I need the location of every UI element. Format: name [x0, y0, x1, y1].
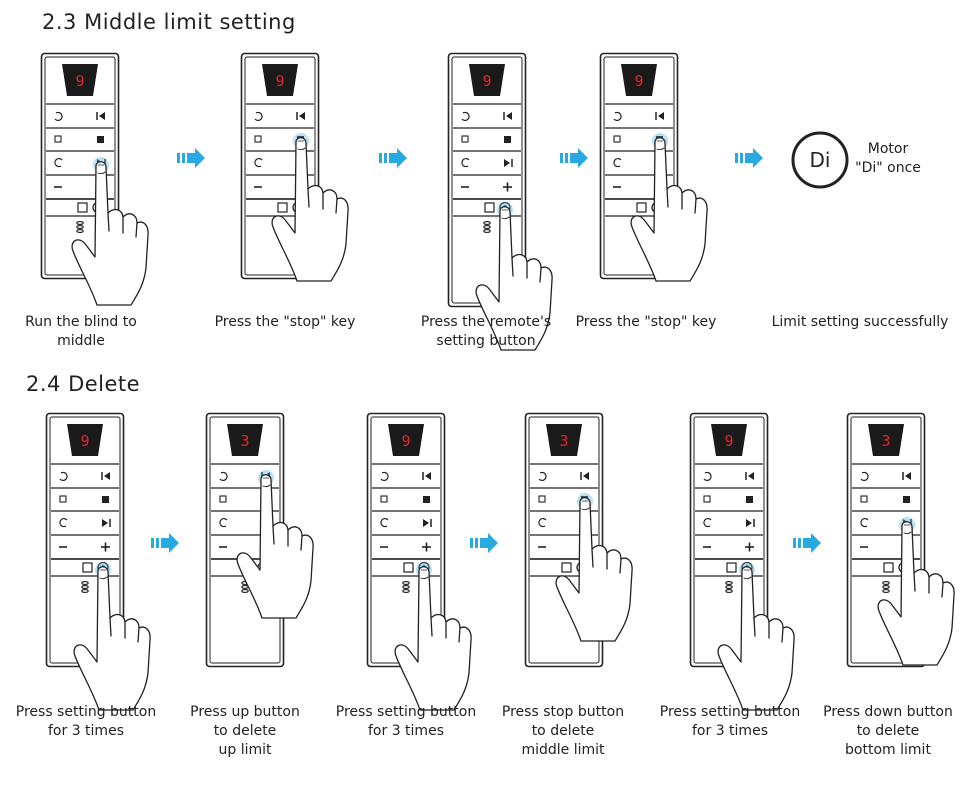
caption-line: Press the "stop" key — [214, 314, 356, 330]
caption-line: middle limit — [521, 742, 605, 758]
caption-line: Press setting button — [335, 704, 477, 720]
remote-control-icon: 9 — [599, 52, 708, 282]
caption-line: for 3 times — [692, 723, 768, 739]
remote-middle-step-2: 9 — [240, 52, 390, 314]
step-caption: Press up button to delete up limit — [170, 703, 320, 760]
display-digit: 9 — [724, 432, 733, 450]
remote-middle-step-4: 9 — [599, 52, 749, 314]
caption-line: Run the blind to — [25, 314, 137, 330]
remote-control-icon: 3 — [846, 412, 955, 668]
remote-control-icon: 9 — [447, 52, 553, 351]
pointing-hand-icon — [717, 562, 795, 711]
double-chevron-arrow-icon — [151, 533, 179, 553]
step-caption: Run the blind to middle — [0, 313, 162, 351]
remote-control-icon: 3 — [524, 412, 633, 668]
remote-control-icon: 9 — [45, 412, 151, 711]
motor-side-line: Motor — [867, 141, 909, 157]
step-arrow-icon — [560, 146, 590, 174]
display-digit: 9 — [401, 432, 410, 450]
pointing-hand-icon — [394, 562, 472, 711]
double-chevron-arrow-icon — [560, 148, 588, 168]
caption-line: middle — [57, 333, 105, 349]
remote-middle-step-1: 9 — [40, 52, 190, 314]
step-arrow-icon — [151, 531, 181, 559]
step-arrow-icon — [735, 146, 765, 174]
caption-line: for 3 times — [48, 723, 124, 739]
step-caption: Press the "stop" key — [566, 313, 726, 332]
step-caption: Press setting button for 3 times — [4, 703, 168, 741]
remote-control-icon: 3 — [205, 412, 314, 668]
pointing-hand-icon — [71, 157, 149, 306]
pointing-hand-icon — [877, 517, 955, 666]
display-digit: 9 — [482, 72, 491, 90]
pointing-hand-icon — [475, 202, 553, 351]
double-chevron-arrow-icon — [379, 148, 407, 168]
double-chevron-arrow-icon — [793, 533, 821, 553]
remote-delete-step-3: 9 — [366, 412, 516, 711]
section-title-delete: 2.4 Delete — [26, 372, 141, 396]
motor-beep-icon: Di — [791, 131, 849, 189]
step-caption: Press stop button to delete middle limit — [488, 703, 638, 760]
caption-line: to delete — [531, 723, 595, 739]
caption-line: Press setting button — [659, 704, 801, 720]
caption-line: Press up button — [190, 704, 300, 720]
caption-line: Limit setting successfully — [771, 314, 949, 330]
display-digit: 3 — [240, 432, 249, 450]
caption-line: Press down button — [823, 704, 953, 720]
caption-line: Press the remote's — [420, 314, 552, 330]
remote-delete-step-1: 9 — [45, 412, 195, 711]
motor-side-line: "Di" once — [855, 160, 921, 176]
step-arrow-icon — [470, 531, 500, 559]
display-digit: 9 — [80, 432, 89, 450]
remote-control-icon: 9 — [240, 52, 349, 282]
step-caption: Limit setting successfully — [760, 313, 960, 332]
caption-line: setting button — [436, 333, 536, 349]
remote-control-icon: 9 — [40, 52, 149, 306]
caption-line: up limit — [218, 742, 272, 758]
step-caption: Press setting button for 3 times — [650, 703, 810, 741]
pointing-hand-icon — [271, 133, 349, 282]
remote-delete-step-2: 3 — [205, 412, 355, 702]
double-chevron-arrow-icon — [470, 533, 498, 553]
remote-delete-step-6: 3 — [846, 412, 970, 702]
motor-icon-text: Di — [810, 148, 831, 172]
step-arrow-icon — [793, 531, 823, 559]
display-digit: 3 — [881, 432, 890, 450]
caption-line: Press setting button — [15, 704, 157, 720]
caption-line: for 3 times — [368, 723, 444, 739]
caption-line: to delete — [213, 723, 277, 739]
step-caption: Press down button to delete bottom limit — [812, 703, 964, 760]
caption-line: bottom limit — [845, 742, 931, 758]
remote-control-icon: 9 — [689, 412, 795, 711]
step-caption: Press the remote's setting button — [406, 313, 566, 351]
step-caption: Press the "stop" key — [200, 313, 370, 332]
display-digit: 3 — [559, 432, 568, 450]
double-chevron-arrow-icon — [735, 148, 763, 168]
section-title-middle-limit: 2.3 Middle limit setting — [42, 10, 296, 34]
double-chevron-arrow-icon — [177, 148, 205, 168]
pointing-hand-icon — [630, 133, 708, 282]
motor-side-text: Motor "Di" once — [850, 140, 926, 178]
display-digit: 9 — [75, 72, 84, 90]
caption-line: Press the "stop" key — [575, 314, 717, 330]
pointing-hand-icon — [236, 470, 314, 619]
caption-line: Press stop button — [501, 704, 625, 720]
remote-control-icon: 9 — [366, 412, 472, 711]
caption-line: to delete — [856, 723, 920, 739]
step-arrow-icon — [177, 146, 207, 174]
display-digit: 9 — [634, 72, 643, 90]
remote-middle-step-3: 9 — [447, 52, 597, 351]
step-caption: Press setting button for 3 times — [326, 703, 486, 741]
display-digit: 9 — [275, 72, 284, 90]
pointing-hand-icon — [555, 493, 633, 642]
remote-delete-step-5: 9 — [689, 412, 839, 711]
pointing-hand-icon — [73, 562, 151, 711]
step-arrow-icon — [379, 146, 409, 174]
remote-delete-step-4: 3 — [524, 412, 674, 702]
